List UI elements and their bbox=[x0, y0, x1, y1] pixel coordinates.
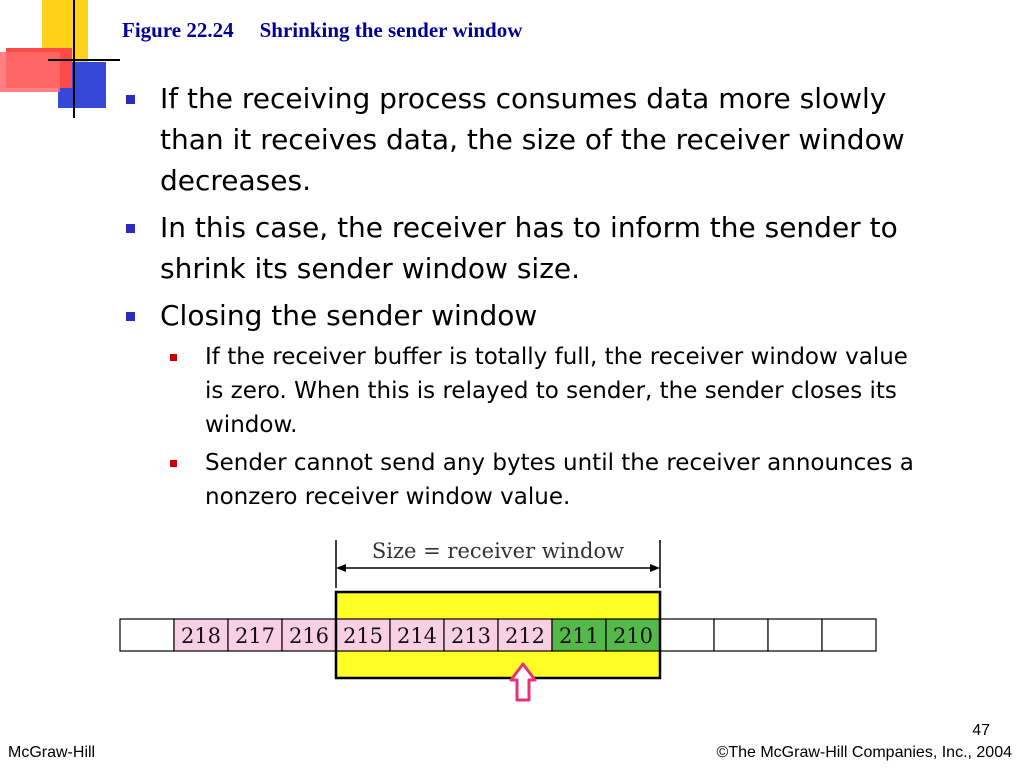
byte-cell-label: 218 bbox=[181, 624, 221, 648]
bullet-item: If the receiving process consumes data m… bbox=[120, 78, 1000, 201]
bullet-line: In this case, the receiver has to inform… bbox=[160, 211, 898, 244]
bullet-line: shrink its sender window size. bbox=[160, 252, 581, 285]
byte-cell bbox=[767, 618, 823, 652]
sub-bullet-line: If the receiver buffer is totally full, … bbox=[205, 344, 908, 370]
corner-decoration-graphic bbox=[0, 0, 120, 118]
byte-cell-label: 214 bbox=[397, 624, 437, 648]
footer-copyright: ©The McGraw-Hill Companies, Inc., 2004 bbox=[716, 744, 1012, 761]
sub-bullet-list: If the receiver buffer is totally full, … bbox=[160, 340, 1000, 514]
square-bullet-icon bbox=[126, 224, 135, 233]
byte-cell-label: 211 bbox=[559, 624, 599, 648]
byte-cell-label: 210 bbox=[613, 624, 653, 648]
byte-cells: 218 217 216 215 214 213 212 211 210 bbox=[119, 590, 877, 680]
bullet-item: In this case, the receiver has to inform… bbox=[120, 207, 1000, 289]
square-sub-bullet-icon bbox=[170, 354, 177, 361]
sub-bullet-item: Sender cannot send any bytes until the r… bbox=[160, 446, 1000, 514]
square-sub-bullet-icon bbox=[170, 460, 177, 467]
size-label: Size = receiver window bbox=[372, 539, 624, 563]
byte-cell bbox=[443, 618, 499, 652]
bullet-line: decreases. bbox=[160, 164, 311, 197]
figure-title: Shrinking the sender window bbox=[259, 18, 523, 42]
pointer-arrow-icon bbox=[509, 662, 537, 702]
square-bullet-icon bbox=[126, 312, 135, 321]
bullet-list: If the receiving process consumes data m… bbox=[120, 78, 1000, 520]
window-frame bbox=[334, 590, 662, 680]
byte-cell-label: 213 bbox=[451, 624, 491, 648]
footer-publisher: McGraw-Hill bbox=[8, 744, 96, 761]
byte-cell bbox=[335, 618, 391, 652]
sub-bullet-line: is zero. When this is relayed to sender,… bbox=[205, 378, 897, 404]
byte-cell bbox=[389, 618, 445, 652]
sub-bullet-item: If the receiver buffer is totally full, … bbox=[160, 340, 1000, 442]
byte-cell bbox=[551, 618, 607, 652]
bullet-item: Closing the sender window If the receive… bbox=[120, 295, 1000, 514]
byte-cell-label: 216 bbox=[289, 624, 329, 648]
dimension-arrowhead-left-icon bbox=[336, 564, 346, 572]
byte-cell-label: 215 bbox=[343, 624, 383, 648]
bullet-line: Closing the sender window bbox=[160, 299, 538, 332]
byte-cell bbox=[713, 618, 769, 652]
byte-cell bbox=[119, 618, 175, 652]
byte-cell-label: 212 bbox=[505, 624, 545, 648]
bullet-line: If the receiving process consumes data m… bbox=[160, 82, 887, 115]
corner-decoration bbox=[0, 0, 120, 120]
page-number: 47 bbox=[972, 722, 990, 739]
byte-cell bbox=[821, 618, 877, 652]
bullet-line: than it receives data, the size of the r… bbox=[160, 123, 905, 156]
slide-title: Figure 22.24 Shrinking the sender window bbox=[122, 18, 522, 43]
figure-label: Figure 22.24 bbox=[122, 18, 234, 42]
byte-cell bbox=[659, 618, 715, 652]
sub-bullet-line: window. bbox=[205, 412, 298, 438]
dimension-arrowhead-right-icon bbox=[650, 564, 660, 572]
byte-cell bbox=[605, 618, 661, 652]
sub-bullet-line: Sender cannot send any bytes until the r… bbox=[205, 450, 914, 476]
sub-bullet-line: nonzero receiver window value. bbox=[205, 484, 571, 510]
square-bullet-icon bbox=[126, 95, 135, 104]
size-dimension: Size = receiver window bbox=[335, 539, 661, 588]
byte-cell-label: 217 bbox=[235, 624, 275, 648]
